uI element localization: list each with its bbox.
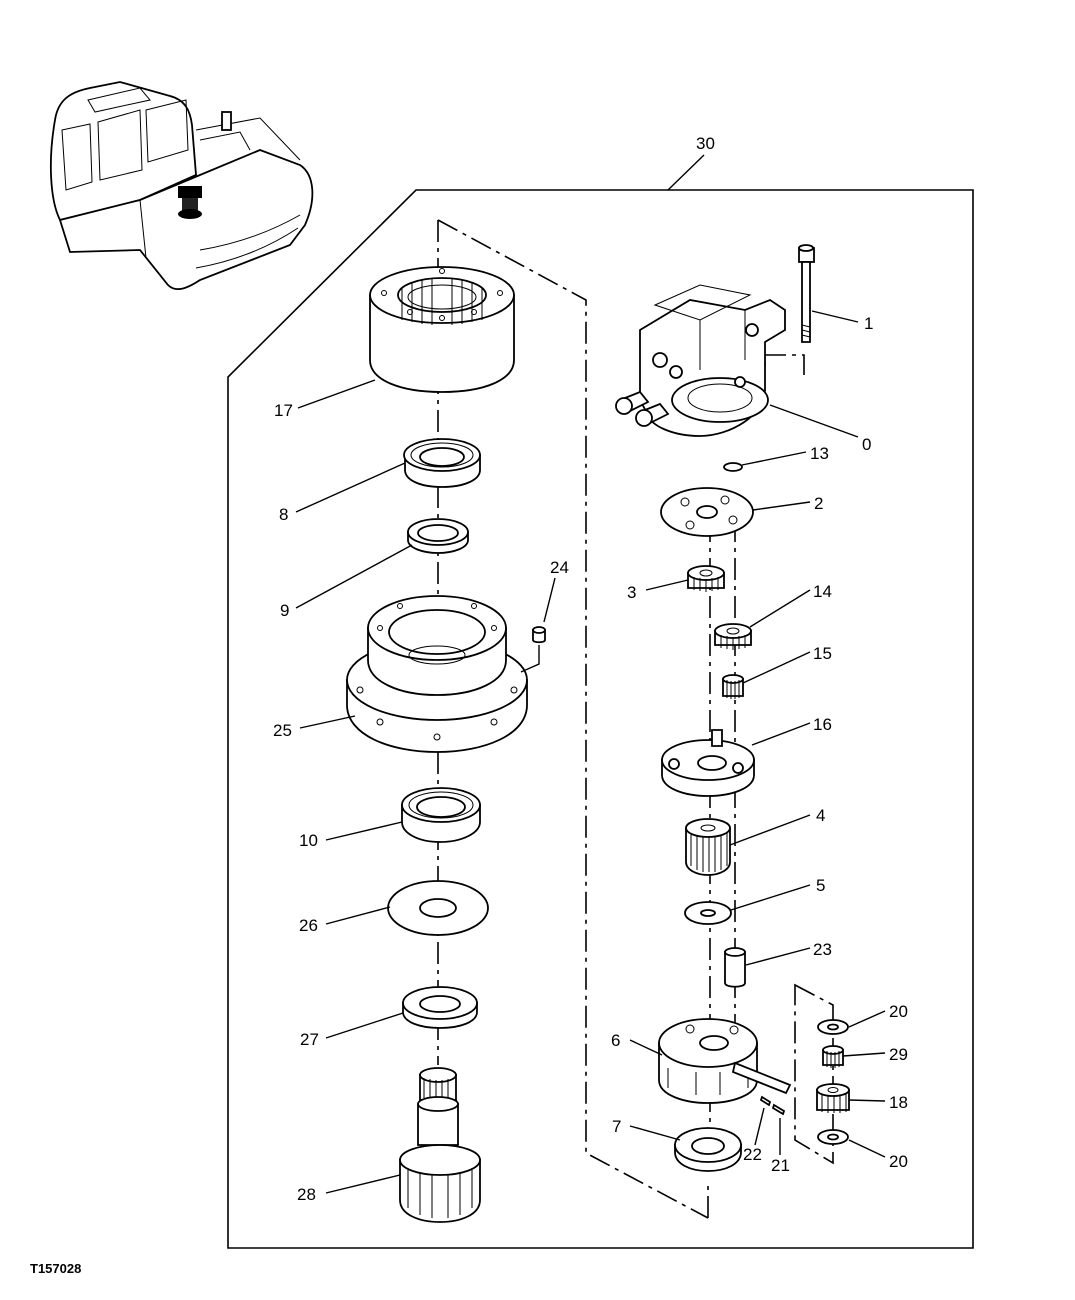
callout-26: 26 [299, 916, 318, 935]
callout-25: 25 [273, 721, 292, 740]
callout-18: 18 [889, 1093, 908, 1112]
planet-carrier-16 [661, 729, 755, 797]
callout-5: 5 [816, 876, 825, 895]
callout-6: 6 [611, 1031, 620, 1050]
ring-gear-17 [369, 266, 515, 393]
callout-15: 15 [813, 644, 832, 663]
callout-8: 8 [279, 505, 288, 524]
plate-26 [387, 880, 489, 936]
callout-22: 22 [743, 1145, 762, 1164]
callout-20-bottom: 20 [889, 1152, 908, 1171]
spring-pin-21 [771, 1103, 786, 1155]
callout-1: 1 [864, 314, 873, 333]
swing-motor-location-marker [178, 186, 202, 219]
callout-3: 3 [627, 583, 636, 602]
needle-bearing-29 [822, 1045, 844, 1068]
callout-23: 23 [813, 940, 832, 959]
sun-gear-4 [685, 818, 731, 876]
callout-9: 9 [280, 601, 289, 620]
thrust-plate-2 [660, 487, 754, 537]
snap-ring-13 [723, 462, 743, 472]
figure-id: T157028 [30, 1261, 81, 1276]
callout-24: 24 [550, 558, 569, 577]
callout-2: 2 [814, 494, 823, 513]
swing-motor-0 [615, 284, 786, 437]
washer-5 [684, 901, 732, 925]
callout-13: 13 [810, 444, 829, 463]
callout-16: 16 [813, 715, 832, 734]
callout-14: 14 [813, 582, 832, 601]
assembly-callout-30: 30 [696, 134, 715, 153]
thrust-plate-7 [674, 1127, 742, 1172]
collar-27 [402, 986, 478, 1029]
bearing-10 [401, 787, 481, 843]
planet-gear-18 [816, 1083, 850, 1113]
washer-20-bottom [817, 1129, 849, 1145]
excavator-locator-illustration [49, 81, 314, 291]
callout-20-top: 20 [889, 1002, 908, 1021]
needle-bearing-15 [722, 674, 744, 699]
bolt-1 [798, 244, 815, 343]
washer-20-top [817, 1019, 849, 1035]
spring-pin-22 [754, 1095, 772, 1146]
assembly-border: 30 [227, 134, 974, 1249]
plug-24 [520, 577, 556, 673]
bearing-8 [403, 438, 481, 488]
leader-lines [295, 310, 886, 1194]
callout-7: 7 [612, 1117, 621, 1136]
callout-21: 21 [771, 1156, 790, 1175]
planet-carrier-6 [658, 1018, 792, 1104]
callout-10: 10 [299, 831, 318, 850]
callout-labels: 1 0 13 2 3 14 15 16 4 5 23 20 29 6 18 7 … [273, 314, 908, 1204]
pin-23 [724, 947, 746, 988]
gear-14 [714, 623, 752, 650]
callout-0: 0 [862, 435, 871, 454]
callout-4: 4 [816, 806, 825, 825]
callout-29: 29 [889, 1045, 908, 1064]
gear-housing-25 [346, 595, 528, 753]
callout-17: 17 [274, 401, 293, 420]
callout-27: 27 [300, 1030, 319, 1049]
seal-9 [407, 518, 469, 554]
gear-3 [687, 565, 725, 592]
callout-28: 28 [297, 1185, 316, 1204]
pinion-shaft-28 [399, 1067, 481, 1223]
